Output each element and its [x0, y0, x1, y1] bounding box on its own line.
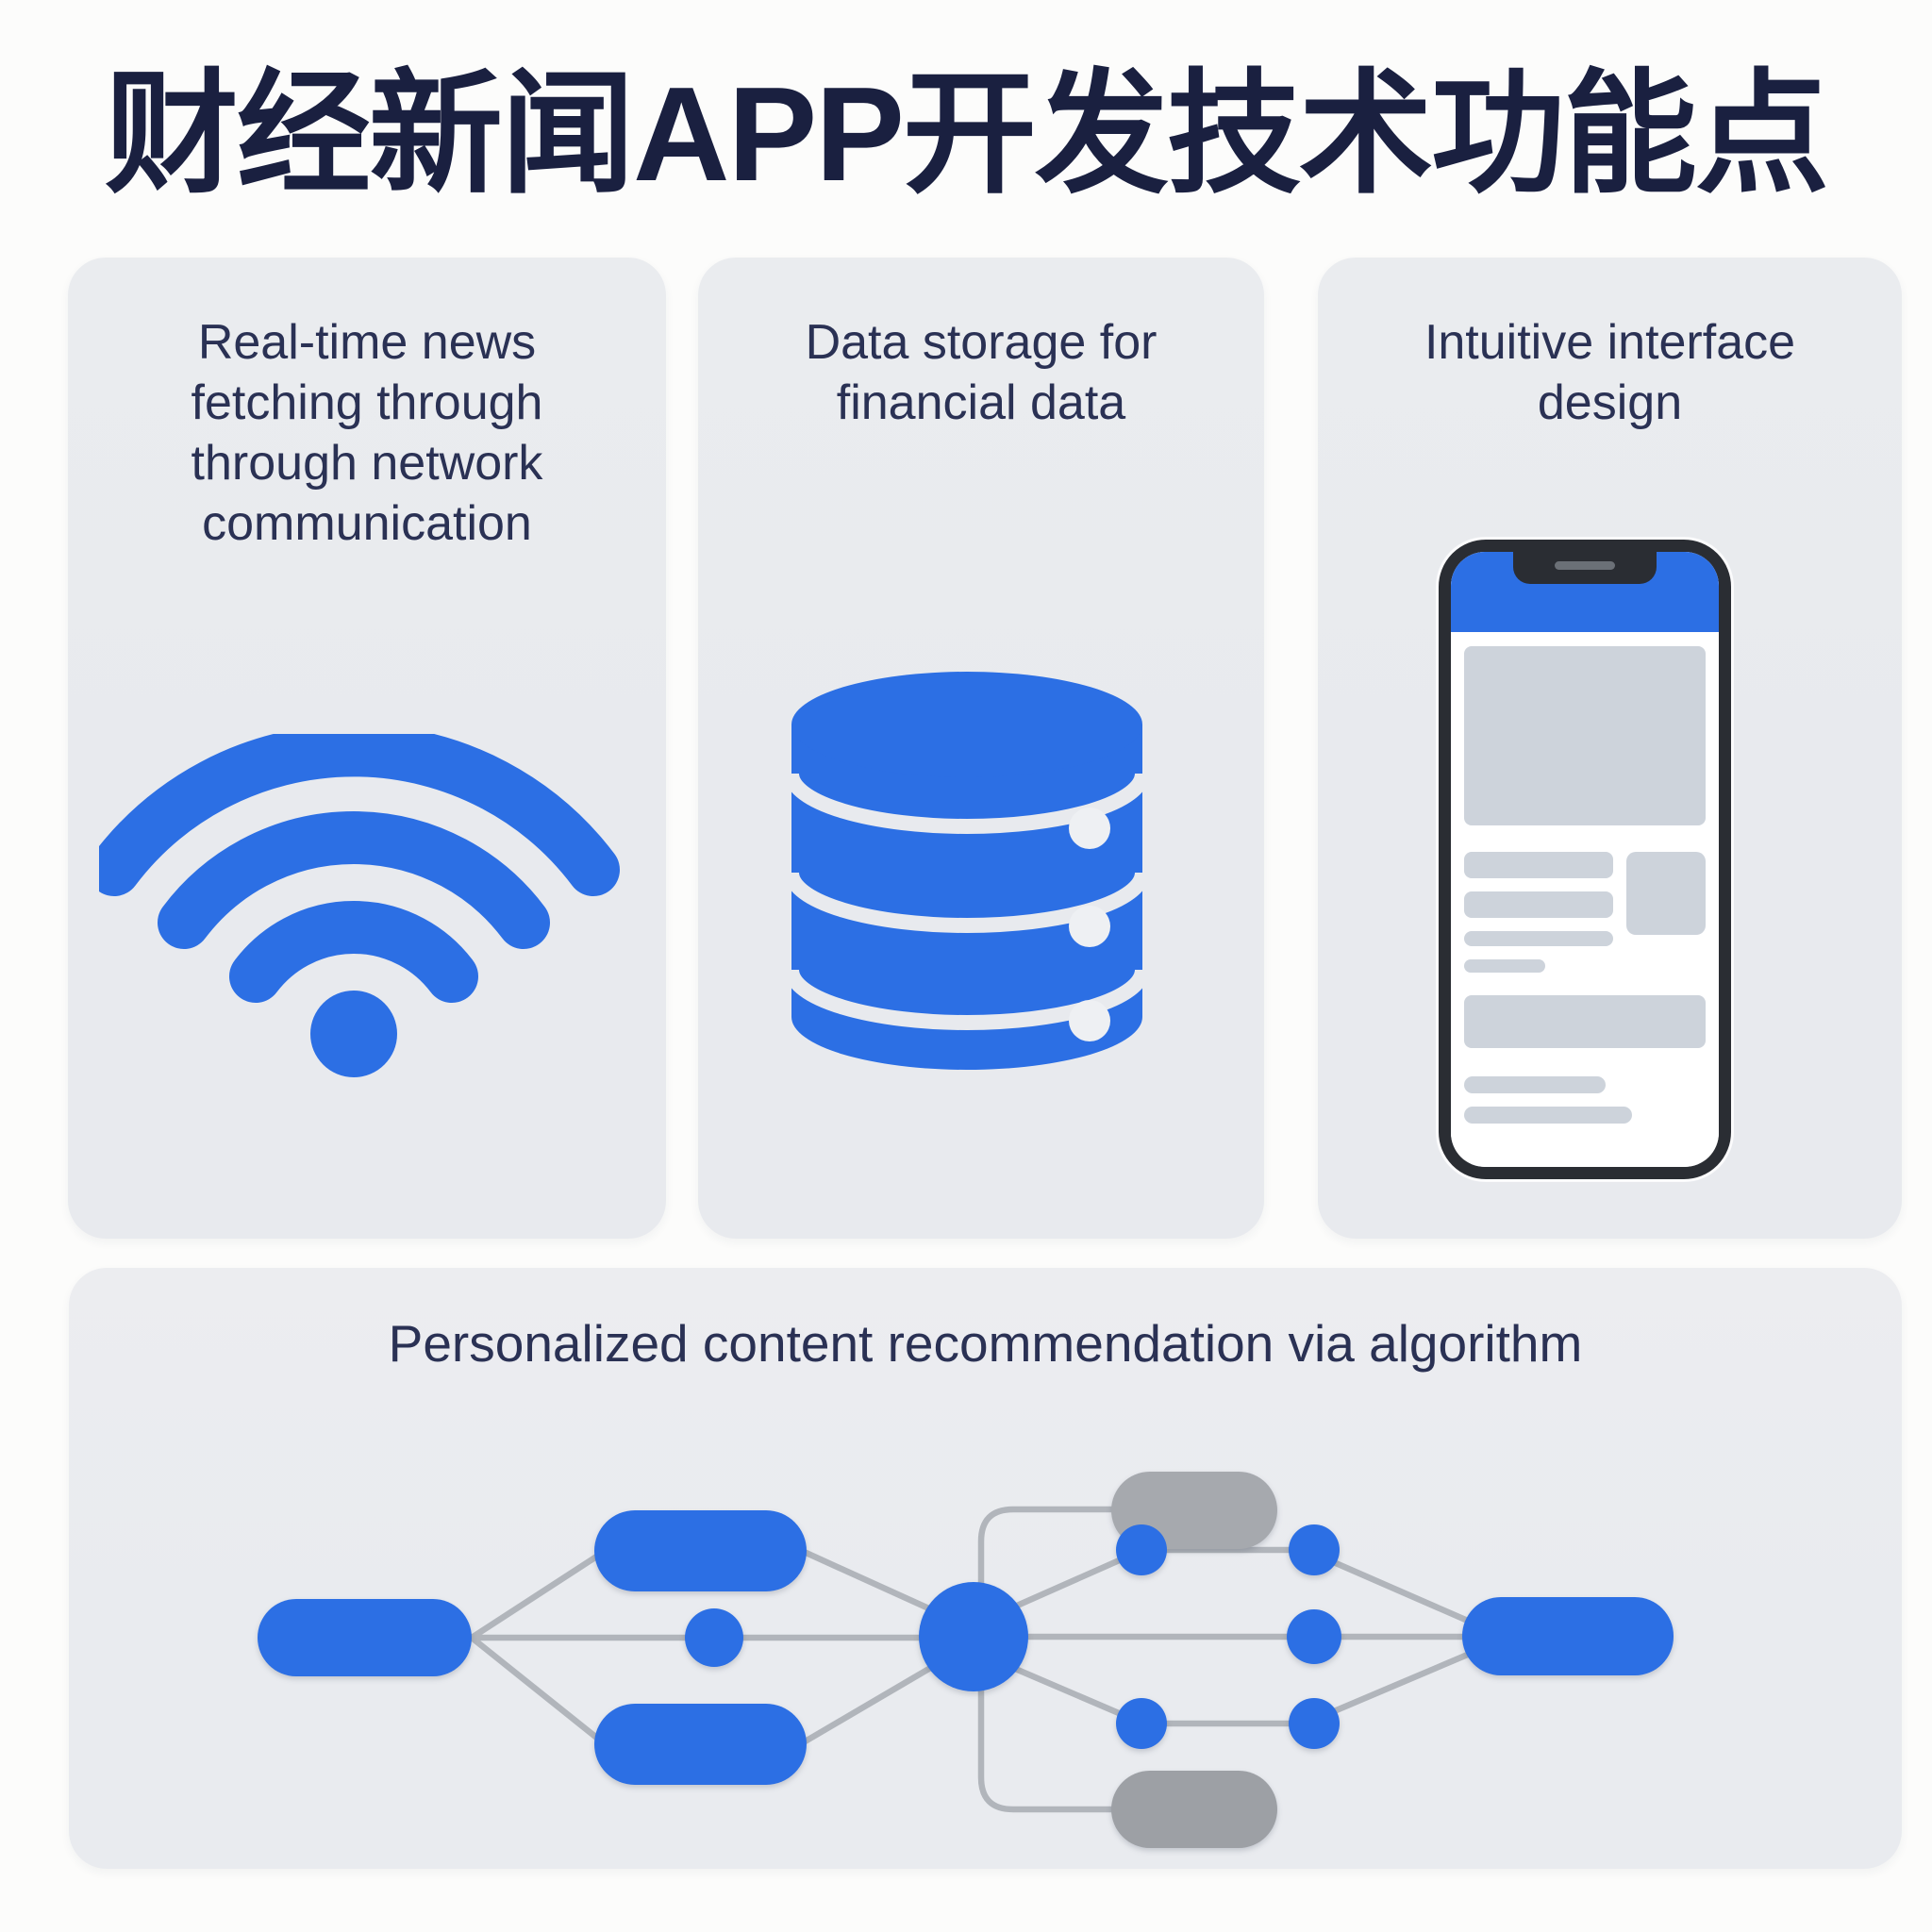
database-cylinder: [790, 672, 1144, 1070]
neural-network-diagram: [258, 1472, 1674, 1848]
text-line: communication: [202, 496, 532, 551]
phone-text-bar: [1464, 1076, 1606, 1093]
hidden-node-bottom: [594, 1704, 807, 1785]
phone-notch: [1513, 550, 1657, 584]
panel-recommendation: Personalized content recommendation via …: [69, 1268, 1902, 1869]
phone-text-bar: [1464, 959, 1545, 973]
input-node: [258, 1599, 472, 1676]
phone-hero-block: [1464, 646, 1706, 825]
layer-node: [1289, 1524, 1340, 1575]
phone-text-bar: [1464, 891, 1613, 918]
phone-text-bar: [1464, 1107, 1632, 1124]
smartphone-icon: [1439, 540, 1731, 1179]
database-icon: [790, 672, 1144, 1070]
network-edges: [467, 1506, 1478, 1813]
card-data-storage-label: Data storage for financial data: [698, 312, 1264, 433]
phone-speaker-slot: [1555, 561, 1615, 570]
text-line: Real-time news: [197, 315, 537, 370]
gray-node-bottom: [1111, 1771, 1277, 1848]
text-line: Data storage for: [805, 315, 1158, 370]
layer-node: [1287, 1609, 1341, 1664]
phone-text-bar: [1464, 852, 1613, 878]
card-interface-design: Intuitive interface design: [1318, 258, 1902, 1239]
text-line: fetching through: [191, 375, 543, 430]
text-line: through network: [191, 436, 543, 491]
layer-node: [1116, 1698, 1167, 1749]
phone-thumbnail-block: [1626, 852, 1706, 935]
phone-text-bar: [1464, 931, 1613, 946]
center-node: [919, 1582, 1028, 1691]
phone-content-block: [1464, 995, 1706, 1048]
layer-node: [1116, 1524, 1167, 1575]
card-realtime-news: Real-time news fetching through through …: [68, 258, 666, 1239]
page-title: 财经新闻APP开发技术功能点: [105, 59, 1829, 209]
wifi-icon: [99, 734, 620, 1077]
panel-recommendation-label: Personalized content recommendation via …: [388, 1314, 1583, 1373]
phone-screen: [1451, 552, 1719, 1167]
hidden-node-top: [594, 1510, 807, 1591]
card-realtime-news-label: Real-time news fetching through through …: [68, 312, 666, 554]
hidden-node-mid: [685, 1608, 743, 1667]
network-nodes: [258, 1472, 1674, 1848]
card-data-storage: Data storage for financial data: [698, 258, 1264, 1239]
text-line: Intuitive interface: [1424, 315, 1796, 370]
layer-node: [1289, 1698, 1340, 1749]
text-line: design: [1537, 375, 1683, 430]
text-line: financial data: [836, 375, 1126, 430]
wifi-arcs: [99, 734, 620, 1077]
card-interface-design-label: Intuitive interface design: [1318, 312, 1902, 433]
output-node: [1462, 1597, 1674, 1675]
